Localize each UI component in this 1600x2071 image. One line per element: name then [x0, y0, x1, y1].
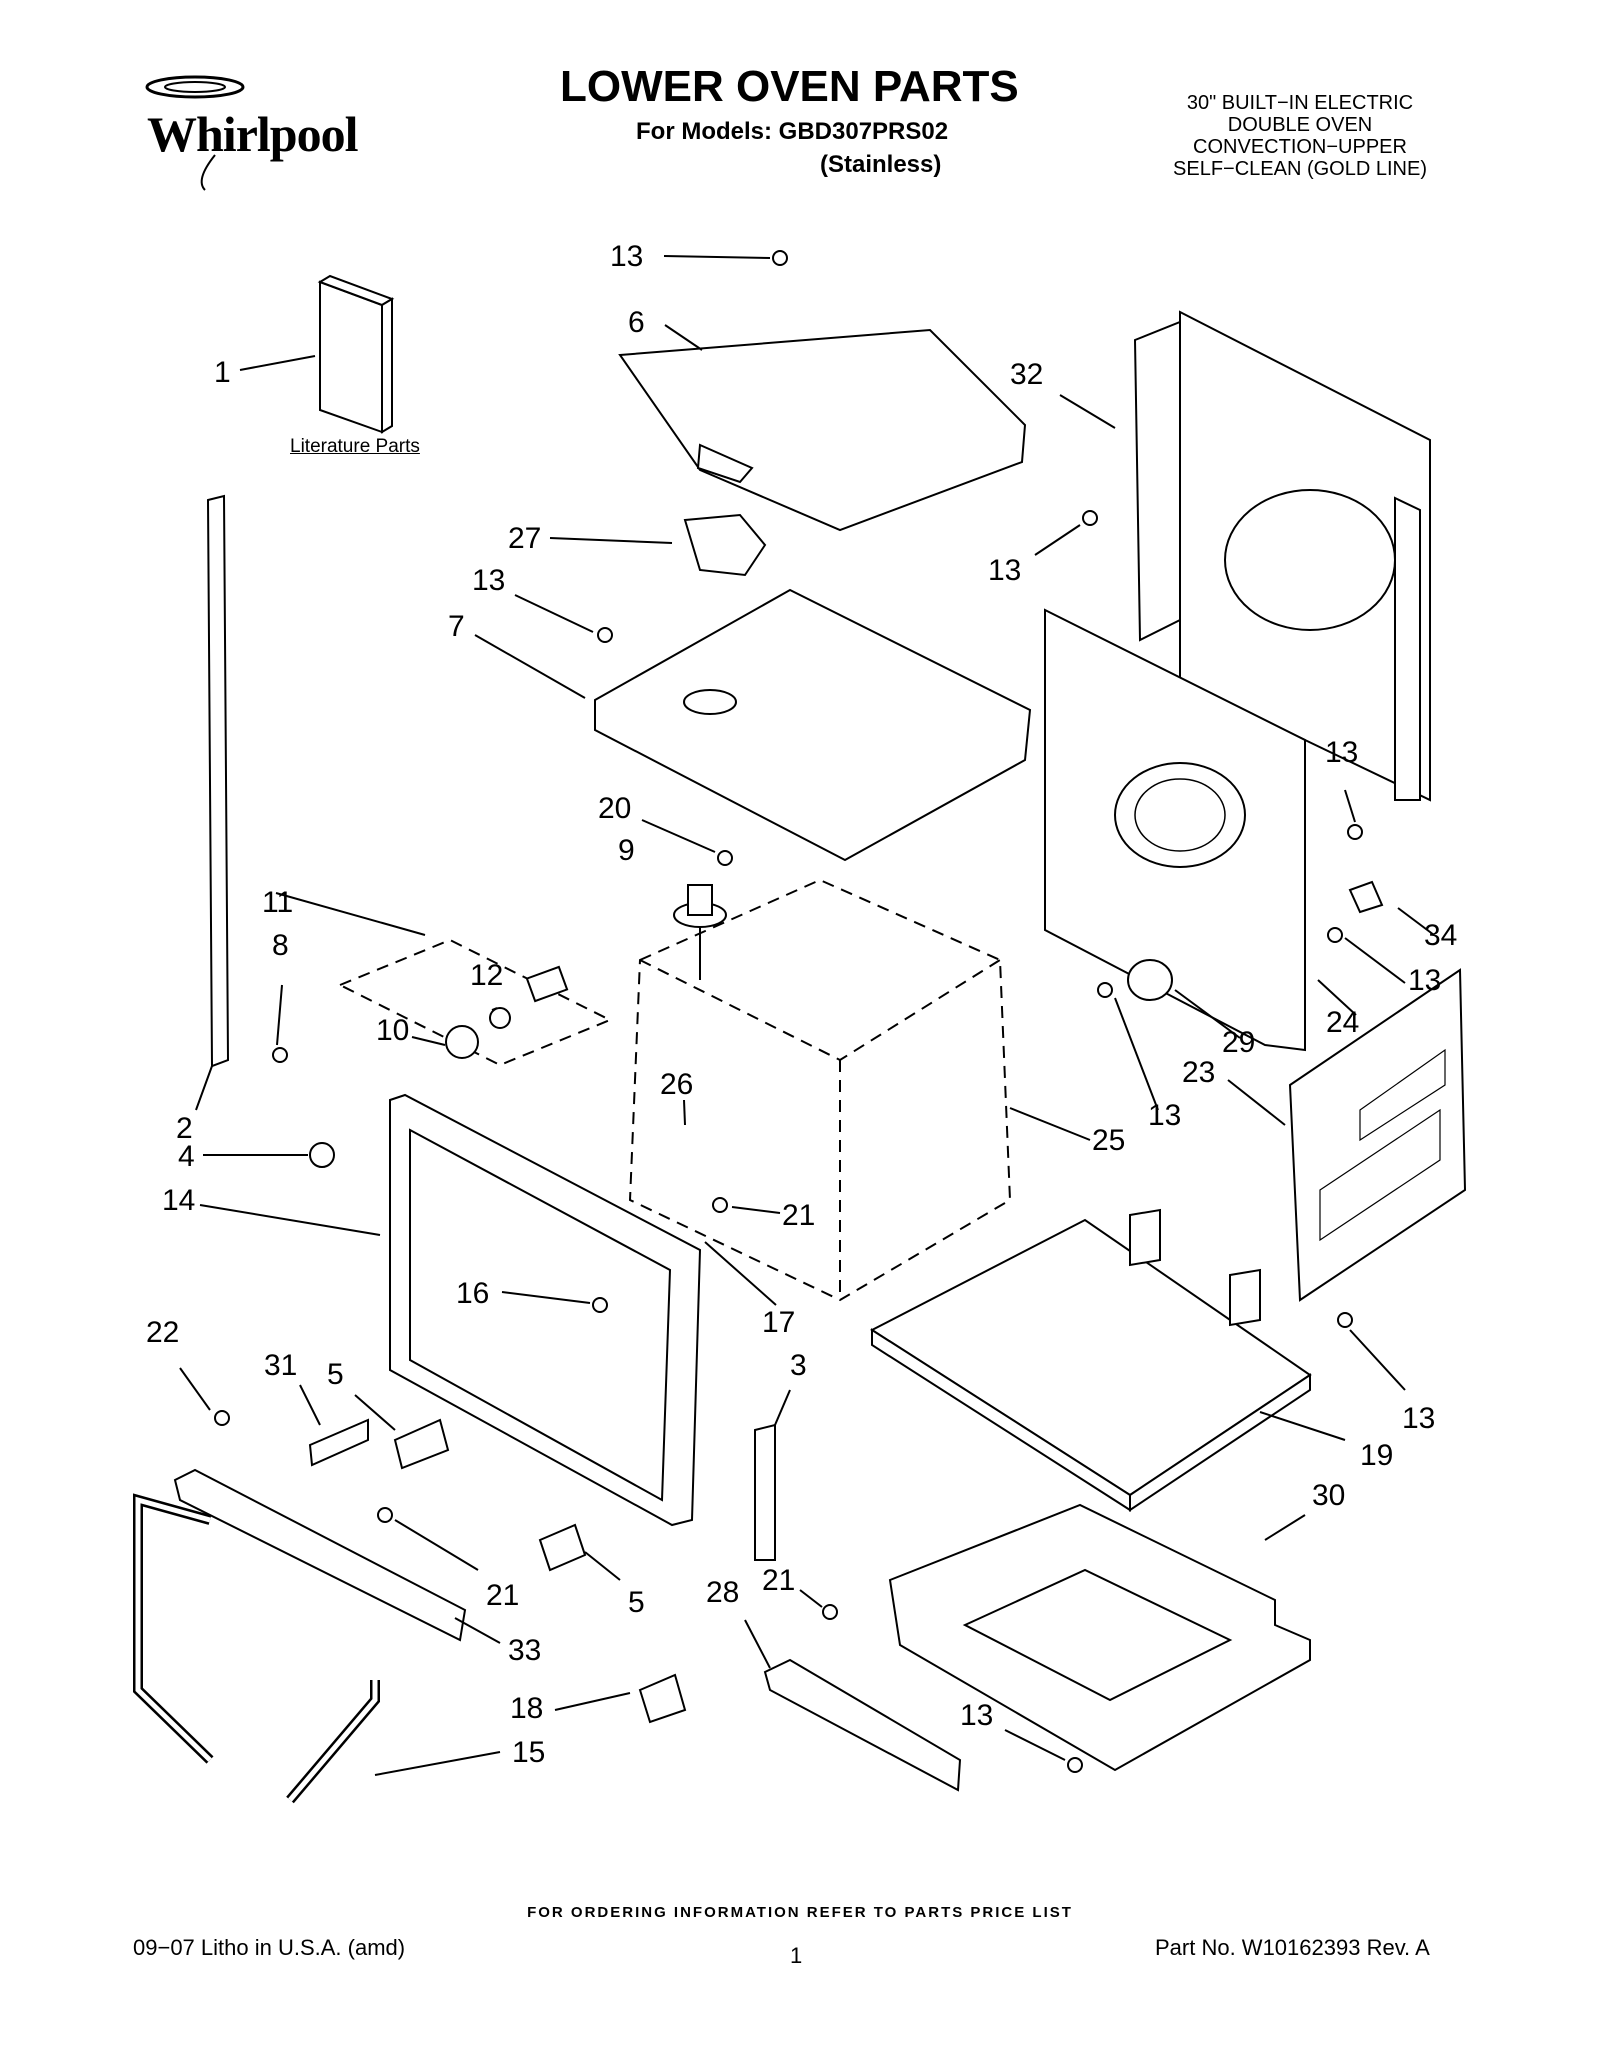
spec-line: CONVECTION−UPPER [1193, 136, 1407, 158]
callout-8: 8 [272, 929, 289, 962]
spec-line: SELF−CLEAN (GOLD LINE) [1173, 158, 1427, 180]
callout-16: 16 [456, 1277, 489, 1310]
callout-13: 13 [988, 554, 1021, 587]
callout-10: 10 [376, 1014, 409, 1047]
litho-note: 09−07 Litho in U.S.A. (amd) [133, 1935, 406, 1960]
callout-labels: 13 6 1 32 27 13 13 7 20 9 13 11 8 12 10 … [146, 240, 1457, 1769]
callout-30: 30 [1312, 1479, 1345, 1512]
models-line: For Models: GBD307PRS02 [636, 118, 949, 145]
callout-21: 21 [782, 1199, 815, 1232]
callout-25: 25 [1092, 1124, 1125, 1157]
callout-18: 18 [510, 1692, 543, 1725]
callout-13: 13 [1402, 1402, 1435, 1435]
callout-34: 34 [1424, 919, 1457, 952]
callout-13: 13 [1148, 1099, 1181, 1132]
callout-4: 4 [178, 1140, 195, 1173]
callout-13: 13 [960, 1699, 993, 1732]
callout-3: 3 [790, 1349, 807, 1382]
whirlpool-swirl-icon [145, 75, 245, 191]
callout-9: 9 [618, 834, 635, 867]
callout-13: 13 [472, 564, 505, 597]
brand-wordmark: Whirlpool [147, 106, 358, 162]
callout-6: 6 [628, 306, 645, 339]
spec-line: 30" BUILT−IN ELECTRIC [1186, 92, 1414, 114]
ordering-note: FOR ORDERING INFORMATION REFER TO PARTS … [527, 1904, 1073, 1921]
callout-29: 29 [1222, 1026, 1255, 1059]
callout-13: 13 [1408, 964, 1441, 997]
literature-parts-label: Literature Parts [290, 436, 420, 457]
page-number: 1 [790, 1943, 803, 1968]
callout-13: 13 [1325, 736, 1358, 769]
callout-5: 5 [628, 1586, 645, 1619]
callout-22: 22 [146, 1316, 179, 1349]
callout-15: 15 [512, 1736, 545, 1769]
callout-26: 26 [660, 1068, 693, 1101]
page-title: LOWER OVEN PARTS [560, 62, 1019, 111]
callout-24: 24 [1326, 1006, 1359, 1039]
callout-1: 1 [214, 356, 231, 389]
leader-lines [179, 255, 1435, 1776]
callout-17: 17 [762, 1306, 795, 1339]
variant-label: (Stainless) [820, 151, 942, 178]
callout-7: 7 [448, 610, 465, 643]
callout-21: 21 [762, 1564, 795, 1597]
callout-11: 11 [262, 886, 293, 919]
callout-31: 31 [264, 1349, 297, 1382]
callout-21: 21 [486, 1579, 519, 1612]
part-number: Part No. W10162393 Rev. A [1155, 1935, 1430, 1960]
callout-23: 23 [1182, 1056, 1215, 1089]
callout-5: 5 [327, 1358, 344, 1391]
callout-13: 13 [610, 240, 643, 273]
callout-33: 33 [508, 1634, 541, 1667]
spec-line: DOUBLE OVEN [1227, 114, 1373, 136]
whirlpool-logo: Whirlpool [125, 65, 380, 195]
screw-icon [214, 250, 1363, 1773]
callout-27: 27 [508, 522, 541, 555]
callout-12: 12 [470, 959, 503, 992]
callout-32: 32 [1010, 358, 1043, 391]
callout-14: 14 [162, 1184, 195, 1217]
callout-20: 20 [598, 792, 631, 825]
callout-2: 2 [176, 1112, 193, 1145]
callout-28: 28 [706, 1576, 739, 1609]
spec-block: 30" BUILT−IN ELECTRIC DOUBLE OVEN CONVEC… [1140, 92, 1460, 180]
callout-19: 19 [1360, 1439, 1393, 1472]
part-drawings [133, 250, 1467, 1804]
